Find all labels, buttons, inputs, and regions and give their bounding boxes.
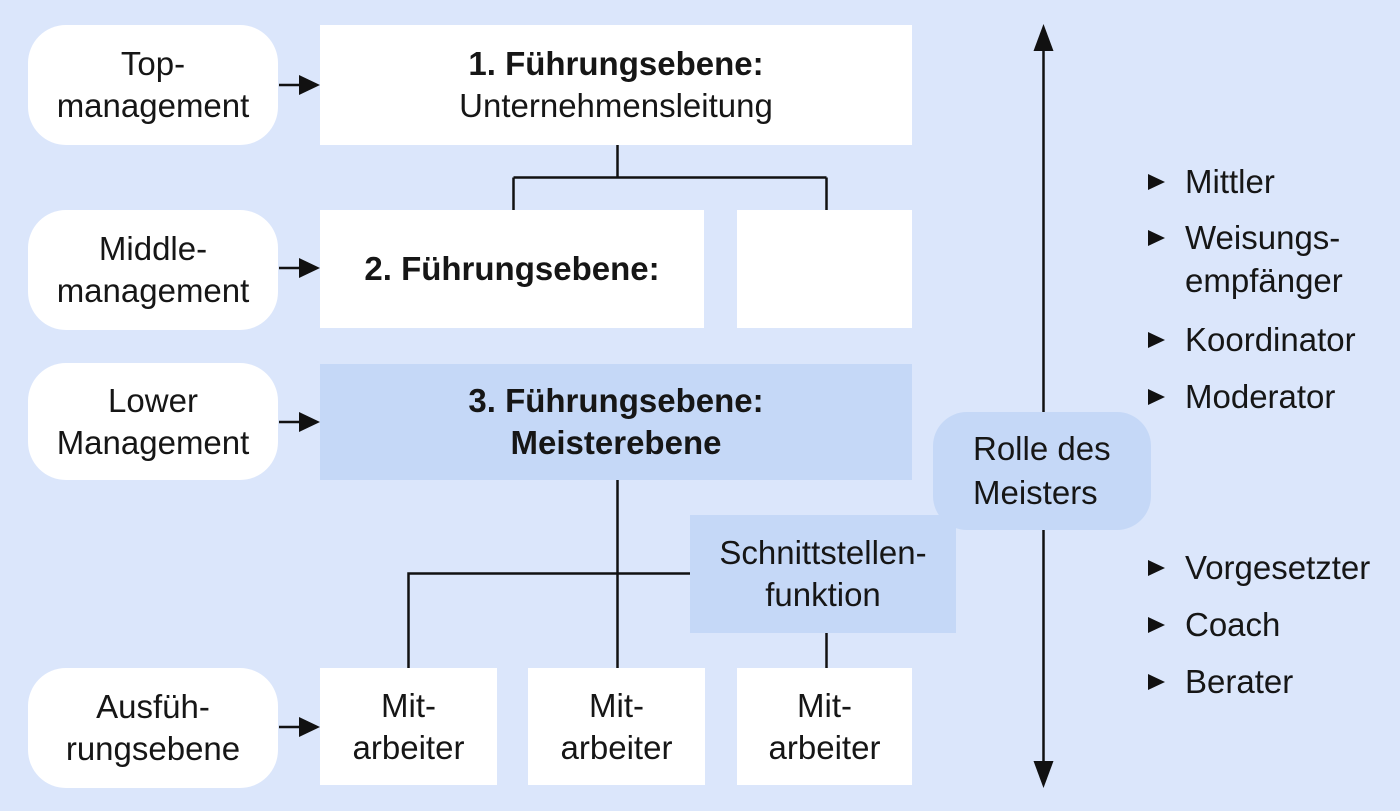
level2-box: 2. Führungsebene:	[320, 210, 704, 328]
label-top-management: Top- management	[28, 25, 278, 145]
vertical-double-arrow-icon	[1033, 24, 1054, 788]
employee-line: Mit-	[589, 686, 644, 724]
level2-title: 2. Führungsebene:	[364, 250, 660, 287]
role-label: Mittler	[1185, 163, 1275, 200]
role-item-weisungsempfaenger: Weisungs- empfänger	[1148, 216, 1343, 302]
arrow-right-icon	[279, 258, 320, 278]
role-item-coach: Coach	[1148, 603, 1280, 646]
role-item-vorgesetzter: Vorgesetzter	[1148, 546, 1370, 589]
label-ausfuehrungsebene: Ausfüh- rungsebene	[28, 668, 278, 788]
label-line: rungsebene	[65, 730, 241, 767]
label-line: management	[56, 272, 250, 309]
label-line: Ausfüh-	[96, 688, 210, 725]
level2-placeholder-box	[737, 210, 912, 328]
role-label: empfänger	[1185, 262, 1343, 299]
label-lower-management: Lower Management	[28, 363, 278, 480]
bullet-triangle-icon	[1148, 674, 1165, 690]
org-connectors	[407, 145, 828, 668]
level3-subtitle: Meisterebene	[510, 424, 722, 461]
label-line: Middle-	[98, 230, 208, 267]
role-box-line: Rolle des	[973, 430, 1111, 467]
bullet-triangle-icon	[1148, 332, 1165, 348]
employee-box-3: Mit- arbeiter	[737, 668, 912, 785]
bullet-triangle-icon	[1148, 389, 1165, 405]
level3-box: 3. Führungsebene: Meisterebene	[320, 364, 912, 480]
connector-level1-split	[512, 145, 828, 210]
bullet-triangle-icon	[1148, 560, 1165, 576]
connector-branch-to-employee1	[407, 572, 690, 668]
level-arrows	[279, 75, 320, 737]
role-label: Weisungs-	[1185, 219, 1341, 256]
role-box-line: Meisters	[973, 474, 1098, 511]
interface-line: Schnittstellen-	[719, 534, 927, 571]
employee-line: Mit-	[381, 686, 436, 724]
employee-line: arbeiter	[768, 728, 881, 766]
role-item-berater: Berater	[1148, 660, 1293, 703]
role-label: Moderator	[1185, 378, 1336, 415]
bullet-triangle-icon	[1148, 174, 1165, 190]
label-line: Management	[56, 423, 250, 461]
interface-function-box: Schnittstellen- funktion	[690, 515, 956, 633]
bullet-triangle-icon	[1148, 617, 1165, 633]
label-line: management	[56, 87, 250, 124]
role-item-moderator: Moderator	[1148, 375, 1335, 418]
level1-box: 1. Führungsebene: Unternehmensleitung	[320, 25, 912, 145]
interface-line: funktion	[765, 576, 881, 613]
label-middle-management: Middle- management	[28, 210, 278, 330]
label-line: Lower	[108, 381, 198, 419]
arrow-right-icon	[279, 75, 320, 95]
role-label: Coach	[1185, 606, 1281, 643]
bullet-triangle-icon	[1148, 230, 1165, 246]
level3-title: 3. Führungsebene:	[468, 382, 764, 419]
label-line: Top-	[120, 45, 186, 82]
arrow-right-icon	[279, 717, 320, 737]
arrow-right-icon	[279, 412, 320, 432]
employee-box-1: Mit- arbeiter	[320, 668, 497, 785]
employee-line: arbeiter	[560, 728, 673, 766]
role-label: Berater	[1185, 663, 1294, 700]
employee-line: Mit-	[797, 686, 852, 724]
level1-subtitle: Unternehmensleitung	[459, 87, 773, 124]
role-of-meister-box: Rolle des Meisters	[933, 412, 1151, 530]
role-label: Vorgesetzter	[1185, 549, 1371, 586]
role-label: Koordinator	[1185, 321, 1356, 358]
employee-line: arbeiter	[352, 728, 465, 766]
level1-title: 1. Führungsebene:	[468, 45, 764, 82]
employee-box-2: Mit- arbeiter	[528, 668, 705, 785]
role-item-koordinator: Koordinator	[1148, 318, 1356, 361]
role-item-mittler: Mittler	[1148, 160, 1275, 203]
